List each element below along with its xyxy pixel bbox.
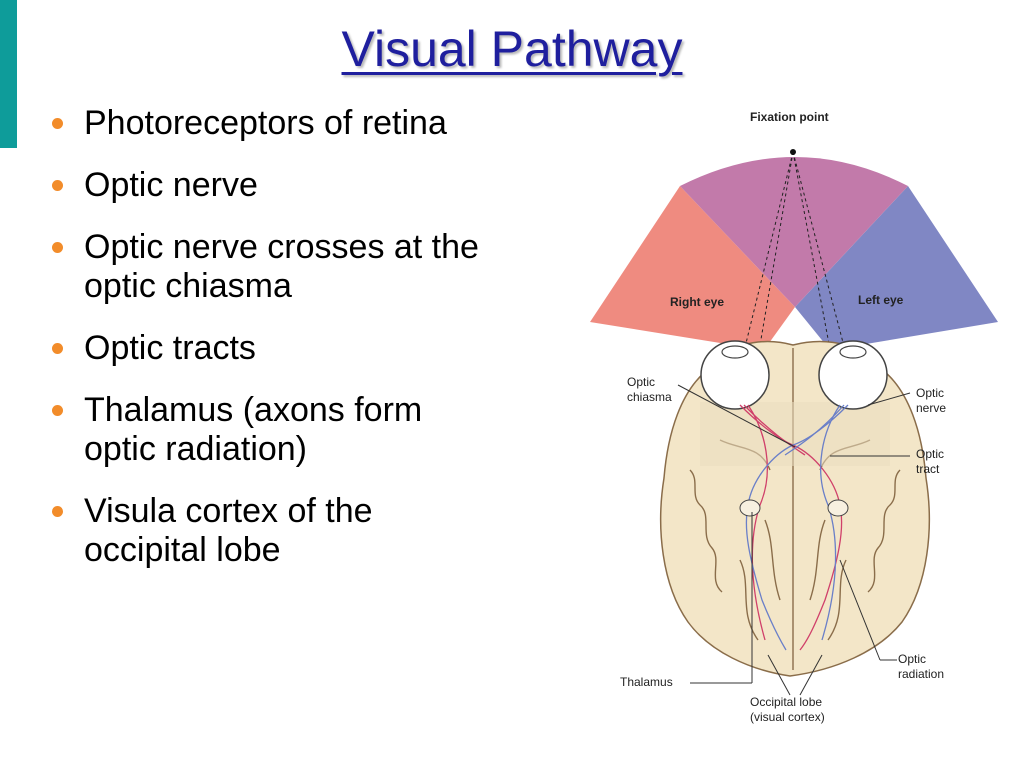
binocular-overlap-field [680, 157, 908, 307]
optic-radiation-label: Optic radiation [898, 652, 944, 681]
leader-lines [677, 384, 911, 696]
bullet-dot-icon [52, 343, 63, 354]
thalamus-label: Thalamus [620, 675, 673, 689]
thalamus-shape [827, 499, 849, 517]
right-eye-field [590, 186, 795, 350]
bullet-list: Photoreceptors of retina Optic nerve Opt… [48, 104, 568, 593]
left-eye-label: Left eye [858, 293, 904, 307]
bullet-dot-icon [52, 506, 63, 517]
visual-pathway-diagram: Fixation point Right eye Left eye Optic … [590, 110, 998, 724]
bullet-dot-icon [52, 180, 63, 191]
bullet-dot-icon [52, 242, 63, 253]
brain-outline [660, 340, 930, 677]
left-eye-field [795, 186, 998, 350]
right-eye-label: Right eye [670, 295, 724, 309]
slide-title: Visual Pathway [341, 21, 683, 77]
optic-chiasma-label: Optic chiasma [627, 375, 672, 404]
optic-tract-label: Optic tract [916, 447, 947, 476]
thalamus-shape [739, 499, 761, 517]
optic-nerve-label: Optic nerve [916, 386, 947, 415]
fixation-point-label: Fixation point [750, 110, 829, 124]
right-eyeball-icon [700, 340, 770, 410]
bullet-item: Photoreceptors of retina [48, 104, 568, 143]
brain-band [700, 402, 890, 466]
bullet-dot-icon [52, 118, 63, 129]
fixation-point-dot [790, 149, 796, 155]
bullet-item: Optic tracts [48, 329, 568, 368]
bullet-item: Optic nerve [48, 166, 568, 205]
left-eyeball-icon [818, 340, 888, 410]
bullet-dot-icon [52, 405, 63, 416]
occipital-lobe-label: Occipital lobe (visual cortex) [750, 695, 825, 724]
accent-bar [0, 0, 17, 148]
